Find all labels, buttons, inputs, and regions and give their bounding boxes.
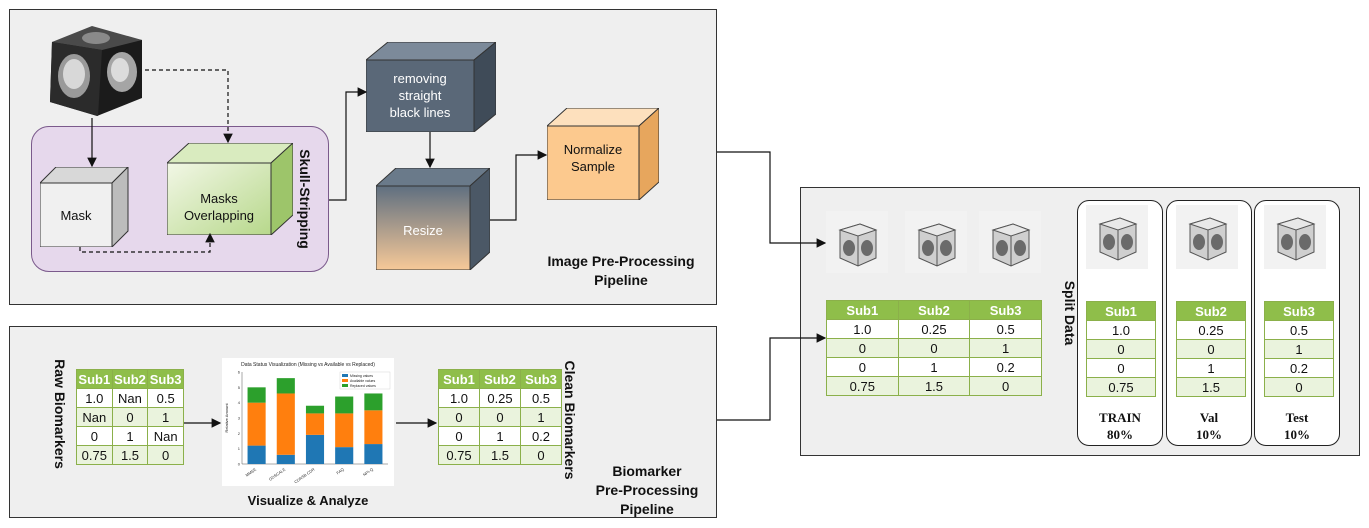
- chart-ytick-label: 0: [238, 462, 241, 467]
- masks-overlapping-label: Masks Overlapping: [183, 191, 255, 223]
- resize-label: Resize: [403, 223, 443, 238]
- chart-ytick-label: 3: [238, 416, 241, 421]
- train-table: Sub1 1.0 0 0 0.75: [1086, 301, 1156, 397]
- chart-legend-label: Missing values: [350, 374, 373, 378]
- masks-overlapping-cube: [167, 143, 293, 235]
- clean-biomarker-table: Sub1 Sub2 Sub3 1.0 0.25 0.5 0 0 1 0 1 0.…: [438, 369, 562, 465]
- brain-cube-2-icon: [917, 223, 957, 267]
- chart-xtick-label: NPI-Q: [362, 467, 374, 477]
- image-pipeline-title: Image Pre-Processing Pipeline: [547, 253, 695, 288]
- chart-legend-swatch: [342, 384, 348, 387]
- test-brain-icon: [1276, 217, 1316, 261]
- chart-ylabel: Relative Amount: [224, 403, 229, 433]
- chart-bar-mmse-replaced: [247, 387, 266, 403]
- chart-bar-gdscale-replaced: [276, 378, 295, 394]
- data-status-chart: Data Status Visualization (Missing vs Av…: [224, 362, 391, 484]
- chart-legend-swatch: [342, 379, 348, 382]
- mri-cube-icon: [50, 26, 142, 116]
- train-brain-icon: [1098, 217, 1138, 261]
- chart-ytick-label: 1: [238, 446, 241, 451]
- arrow-cube-to-overlap: [145, 69, 233, 144]
- chart-bar-npi-q-missing: [364, 444, 383, 464]
- chart-ytick-label: 4: [238, 400, 241, 405]
- mask-cube: [40, 167, 129, 247]
- resize-cube: [376, 168, 490, 270]
- chart-bar-faq-replaced: [335, 396, 354, 414]
- chart-title: Data Status Visualization (Missing vs Av…: [241, 362, 375, 368]
- chart-bar-cdrsb-cdr-available: [305, 413, 325, 435]
- test-table: Sub3 0.5 1 0.2 0: [1264, 301, 1334, 397]
- mask-label: Mask: [60, 208, 92, 223]
- val-label: Val 10%: [1196, 410, 1222, 442]
- chart-ytick-label: 6: [238, 370, 241, 375]
- normalize-label: Normalize Sample: [563, 142, 623, 174]
- test-label: Test 10%: [1284, 410, 1310, 442]
- split-input-table: Sub1 Sub2 Sub3 1.0 0.25 0.5 0 0 1 0 1 0.…: [826, 300, 1042, 396]
- chart-legend-swatch: [342, 374, 348, 377]
- chart-bar-faq-available: [335, 413, 354, 448]
- arrow-image-to-split: [717, 151, 827, 248]
- chart-ytick-label: 5: [238, 385, 241, 390]
- biomarker-pipeline-title: Biomarker Pre-Processing Pipeline: [595, 463, 699, 517]
- arrow-mask-to-overlap: [79, 232, 215, 253]
- chart-legend-label: Replaced values: [350, 384, 376, 388]
- chart-bar-gdscale-available: [276, 393, 295, 455]
- normalize-cube: [547, 108, 659, 200]
- chart-xtick-label: FAQ: [335, 467, 344, 476]
- chart-bar-faq-missing: [335, 447, 354, 464]
- arrow-resize-to-normalize: [490, 150, 548, 221]
- chart-bar-mmse-available: [247, 402, 266, 446]
- train-label: TRAIN 80%: [1099, 410, 1141, 442]
- chart-legend-label: Available values: [350, 379, 375, 383]
- val-table: Sub2 0.25 0 1 1.5: [1176, 301, 1246, 397]
- arrow-biomarker-to-split: [717, 333, 827, 421]
- chart-legend-box: [339, 371, 391, 390]
- chart-bar-cdrsb-cdr-replaced: [305, 405, 325, 414]
- removing-lines-cube: [366, 42, 496, 132]
- chart-bar-mmse-missing: [247, 445, 266, 464]
- visualize-analyze-label: Visualize & Analyze: [247, 493, 369, 508]
- val-brain-icon: [1188, 217, 1228, 261]
- chart-ytick-label: 2: [238, 431, 241, 436]
- chart-bar-npi-q-replaced: [364, 393, 383, 411]
- chart-xtick-label: MMSE: [244, 467, 257, 478]
- brain-cube-3-icon: [991, 223, 1031, 267]
- removing-lines-label: removing straight black lines: [389, 71, 451, 120]
- chart-bar-cdrsb-cdr-missing: [305, 434, 325, 464]
- raw-biomarker-table: Sub1 Sub2 Sub3 1.0 Nan 0.5 Nan 0 1 0 1 N…: [76, 369, 184, 465]
- brain-cube-1-icon: [838, 223, 878, 267]
- chart-bar-npi-q-available: [364, 410, 383, 445]
- chart-bar-gdscale-missing: [276, 454, 295, 464]
- arrow-skull-to-removing: [329, 87, 368, 201]
